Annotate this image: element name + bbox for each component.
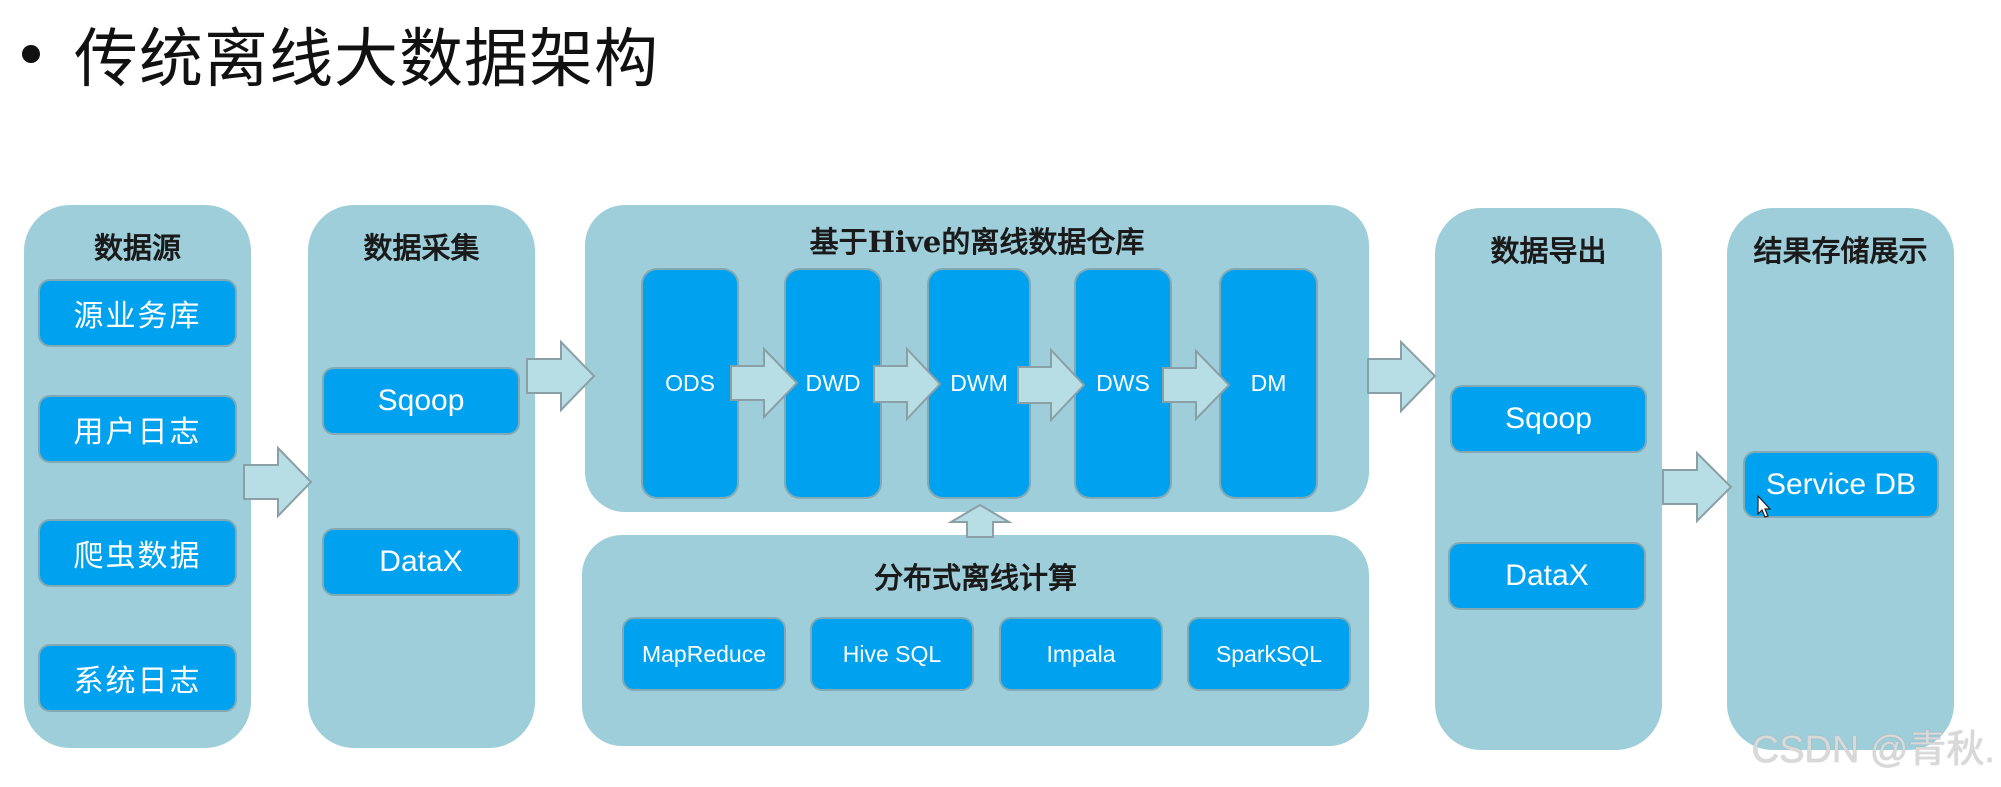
bullet-icon (22, 45, 40, 63)
panel-data-export: 数据导出 Sqoop DataX (1435, 208, 1662, 750)
arrow-up-icon (947, 503, 1013, 538)
source-item-user-logs: 用户日志 (40, 397, 235, 461)
panel-result-storage: 结果存储展示 Service DB (1727, 208, 1954, 750)
compute-item-mapreduce: MapReduce (624, 619, 784, 689)
panel-data-source: 数据源 源业务库 用户日志 爬虫数据 系统日志 (24, 205, 251, 748)
panel-title: 基于Hive的离线数据仓库 (809, 225, 1145, 259)
panel-title: 数据源 (93, 231, 181, 265)
arrow-right-icon (526, 339, 596, 413)
watermark: CSDN @青秋. (1751, 729, 1995, 771)
compute-item-hive-sql: Hive SQL (812, 619, 972, 689)
arrow-right-icon (873, 346, 942, 422)
panel-title: 结果存储展示 (1753, 234, 1928, 268)
result-item-service-db: Service DB (1745, 453, 1937, 516)
panel-title: 数据采集 (363, 231, 480, 265)
source-item-system-logs: 系统日志 (40, 646, 235, 710)
layer-dws: DWS (1076, 270, 1170, 497)
collect-item-datax: DataX (324, 530, 518, 594)
arrow-right-icon (1017, 347, 1086, 423)
panel-title: 分布式离线计算 (873, 561, 1077, 595)
layer-dm: DM (1221, 270, 1316, 497)
compute-item-sparksql: SparkSQL (1189, 619, 1349, 689)
layer-dwm: DWM (929, 270, 1029, 497)
slide-title: 传统离线大数据架构 (12, 14, 659, 97)
arrow-right-icon (1367, 339, 1437, 414)
panel-data-collection: 数据采集 Sqoop DataX (308, 205, 535, 748)
arrow-right-icon (730, 346, 799, 420)
layer-dwd: DWD (786, 270, 880, 497)
collect-item-sqoop: Sqoop (324, 369, 518, 433)
arrow-right-icon (1662, 450, 1733, 524)
export-item-sqoop: Sqoop (1452, 387, 1645, 451)
source-item-crawler-data: 爬虫数据 (40, 521, 235, 585)
panel-title: 数据导出 (1490, 234, 1607, 268)
panel-hive-warehouse: 基于Hive的离线数据仓库 ODS DWD DWM DWS DM (585, 205, 1369, 512)
source-item-business-db: 源业务库 (40, 281, 235, 345)
layer-ods: ODS (643, 270, 737, 497)
mouse-cursor-icon (1757, 495, 1772, 518)
slide-title-text: 传统离线大数据架构 (74, 23, 659, 97)
export-item-datax: DataX (1450, 544, 1644, 608)
panel-distributed-compute: 分布式离线计算 MapReduce Hive SQL Impala SparkS… (582, 535, 1369, 746)
arrow-right-icon (243, 445, 313, 519)
arrow-right-icon (1162, 348, 1231, 422)
compute-item-impala: Impala (1001, 619, 1161, 689)
